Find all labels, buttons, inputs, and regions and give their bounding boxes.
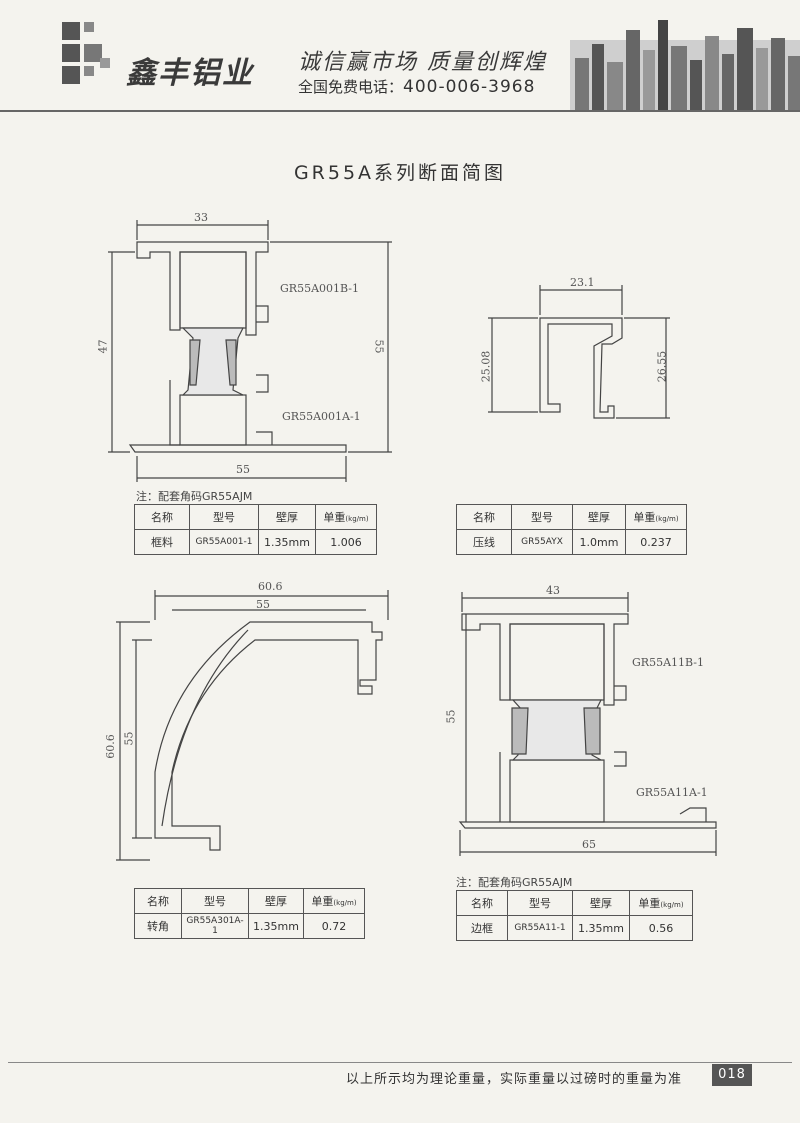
hotline-number: 400-006-3968	[403, 77, 536, 97]
slogan: 诚信赢市场 质量创辉煌	[298, 50, 547, 75]
cell-model: GR55A301A-1	[181, 913, 249, 939]
cell-weight: 0.72	[303, 913, 365, 939]
header-weight: 单重	[633, 511, 656, 524]
cell-name: 压线	[456, 529, 512, 555]
frame-spec-table: 名称 型号 壁厚 单重(kg/m) 框料 GR55A001-1 1.35mm 1…	[134, 504, 377, 555]
header-cell: 型号	[181, 888, 249, 914]
header-cell: 名称	[456, 504, 512, 530]
frame-part-bottom: GR55A001A-1	[282, 410, 361, 423]
cell-model: GR55A001-1	[189, 529, 259, 555]
table-row: 转角 GR55A301A-1 1.35mm 0.72	[134, 913, 365, 939]
city-skyline-image	[570, 20, 800, 110]
header-cell: 型号	[507, 890, 573, 916]
cell-weight: 1.006	[315, 529, 377, 555]
cell-weight: 0.237	[625, 529, 687, 555]
table-row: 压线 GR55AYX 1.0mm 0.237	[456, 529, 687, 555]
table-header-row: 名称 型号 壁厚 单重(kg/m)	[456, 890, 693, 916]
header-cell: 壁厚	[572, 504, 626, 530]
header-cell: 型号	[511, 504, 573, 530]
frame-note: 注：配套角码GR55AJM	[136, 490, 253, 503]
cell-model: GR55A11-1	[507, 915, 573, 941]
bead-spec-table: 名称 型号 壁厚 单重(kg/m) 压线 GR55AYX 1.0mm 0.237	[456, 504, 687, 555]
header-cell: 单重(kg/m)	[625, 504, 687, 530]
frame-dim-right: 55	[372, 339, 386, 354]
side-frame-profile-drawing	[458, 592, 717, 856]
footer-divider	[8, 1062, 792, 1063]
page-header: 鑫丰铝业 诚信赢市场 质量创辉煌 全国免费电话：400-006-3968	[0, 0, 800, 112]
cell-name: 框料	[134, 529, 190, 555]
header-cell: 壁厚	[258, 504, 316, 530]
header-cell: 单重(kg/m)	[303, 888, 365, 914]
corner-spec-table: 名称 型号 壁厚 单重(kg/m) 转角 GR55A301A-1 1.35mm …	[134, 888, 365, 939]
header-cell: 单重(kg/m)	[315, 504, 377, 530]
cell-thickness: 1.35mm	[572, 915, 630, 941]
header-graphics	[62, 20, 800, 110]
cell-model: GR55AYX	[511, 529, 573, 555]
header-unit: (kg/m)	[660, 901, 684, 909]
cell-thickness: 1.35mm	[258, 529, 316, 555]
header-unit: (kg/m)	[655, 515, 679, 523]
bead-dim-left: 25.08	[479, 350, 493, 383]
header-cell: 壁厚	[572, 890, 630, 916]
frame-dim-left: 47	[96, 339, 110, 354]
header-cell: 壁厚	[248, 888, 304, 914]
corner-dim-left-outer: 60.6	[103, 734, 117, 759]
header-cell: 单重(kg/m)	[629, 890, 693, 916]
header-weight: 单重	[323, 511, 346, 524]
table-header-row: 名称 型号 壁厚 单重(kg/m)	[456, 504, 687, 530]
bead-dim-top: 23.1	[570, 276, 595, 289]
side-frame-dim-bottom: 65	[582, 838, 596, 851]
header-cell: 型号	[189, 504, 259, 530]
table-header-row: 名称 型号 壁厚 单重(kg/m)	[134, 888, 365, 914]
header-weight: 单重	[311, 895, 334, 908]
logo-mark-icon	[62, 22, 110, 84]
header-weight: 单重	[638, 897, 661, 910]
frame-part-top: GR55A001B-1	[280, 282, 360, 295]
frame-dim-bottom: 55	[236, 463, 250, 476]
corner-dim-left-inner: 55	[122, 731, 136, 746]
side-frame-dim-top: 43	[546, 584, 560, 597]
header-divider	[0, 110, 800, 112]
bead-profile-drawing	[488, 285, 670, 419]
cell-thickness: 1.0mm	[572, 529, 626, 555]
header-unit: (kg/m)	[345, 515, 369, 523]
header-cell: 名称	[134, 504, 190, 530]
table-header-row: 名称 型号 壁厚 单重(kg/m)	[134, 504, 377, 530]
cell-name: 转角	[134, 913, 182, 939]
header-unit: (kg/m)	[333, 899, 357, 907]
side-frame-part-top: GR55A11B-1	[632, 656, 705, 669]
side-frame-note: 注：配套角码GR55AJM	[456, 876, 573, 889]
footer-note: 以上所示均为理论重量，实际重量以过磅时的重量为准	[346, 1072, 683, 1087]
corner-dim-top-outer: 60.6	[258, 580, 283, 593]
cell-weight: 0.56	[629, 915, 693, 941]
corner-dim-top-inner: 55	[256, 598, 270, 611]
side-frame-spec-table: 名称 型号 壁厚 单重(kg/m) 边框 GR55A11-1 1.35mm 0.…	[456, 890, 693, 941]
page-title: GR55A系列断面简图	[293, 162, 507, 184]
side-frame-dim-left: 55	[444, 709, 458, 724]
frame-profile-drawing	[108, 220, 392, 482]
corner-profile-drawing	[116, 590, 389, 861]
hotline: 全国免费电话：400-006-3968	[298, 76, 535, 97]
cell-name: 边框	[456, 915, 508, 941]
page-number: 018	[712, 1064, 752, 1086]
frame-dim-top: 33	[194, 211, 208, 224]
hotline-label: 全国免费电话：	[298, 78, 404, 96]
table-row: 框料 GR55A001-1 1.35mm 1.006	[134, 529, 377, 555]
cell-thickness: 1.35mm	[248, 913, 304, 939]
brand-name: 鑫丰铝业	[126, 56, 254, 91]
bead-dim-right: 26.55	[655, 350, 669, 383]
header-cell: 名称	[134, 888, 182, 914]
header-cell: 名称	[456, 890, 508, 916]
side-frame-part-bottom: GR55A11A-1	[636, 786, 708, 799]
table-row: 边框 GR55A11-1 1.35mm 0.56	[456, 915, 693, 941]
